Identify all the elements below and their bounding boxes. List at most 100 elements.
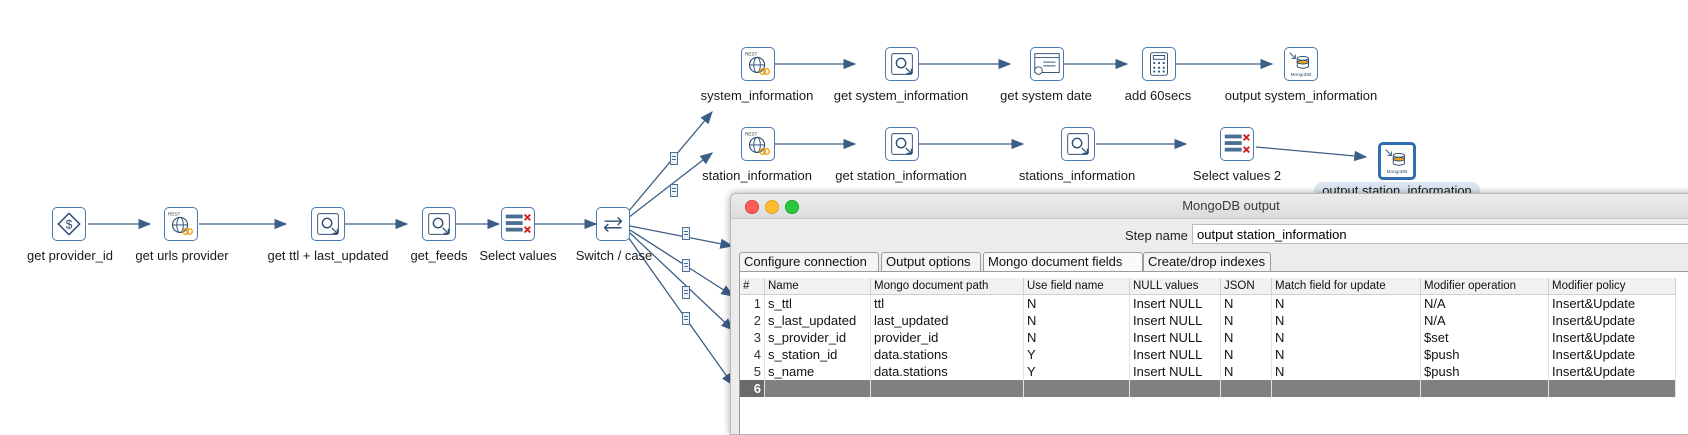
table-cell[interactable]: N xyxy=(1271,329,1421,346)
calculator-icon xyxy=(1150,52,1168,76)
table-cell[interactable]: Insert&Update xyxy=(1548,329,1676,346)
step-stations-information[interactable] xyxy=(1061,127,1095,161)
table-cell[interactable]: s_ttl xyxy=(764,294,871,312)
table-cell[interactable]: N xyxy=(1271,312,1421,329)
col-header[interactable]: Name xyxy=(764,278,871,295)
table-cell[interactable]: s_last_updated xyxy=(764,312,871,329)
step-get-system-date[interactable] xyxy=(1030,47,1064,81)
col-header[interactable]: # xyxy=(740,278,765,295)
table-cell[interactable]: data.stations xyxy=(870,346,1024,363)
table-cell[interactable]: N xyxy=(1023,329,1130,346)
json-input-icon xyxy=(428,213,450,235)
table-cell[interactable]: N xyxy=(1271,346,1421,363)
step-label: get provider_id xyxy=(27,248,113,263)
table-cell[interactable] xyxy=(870,380,1024,397)
step-label: stations_information xyxy=(1018,168,1136,183)
dialog-titlebar[interactable]: MongoDB output xyxy=(731,194,1688,219)
table-cell[interactable] xyxy=(1420,380,1549,397)
table-cell[interactable]: N xyxy=(1271,294,1421,312)
hop-distribute-icon xyxy=(682,312,690,325)
step-output-station-information[interactable]: MongoDB xyxy=(1378,142,1416,180)
minimize-icon[interactable] xyxy=(765,200,779,214)
table-cell[interactable]: Insert&Update xyxy=(1548,363,1676,380)
step-get-station-information[interactable] xyxy=(885,127,919,161)
tab-create-drop-indexes[interactable]: Create/drop indexes xyxy=(1143,252,1271,272)
step-get-provider-id[interactable]: $ xyxy=(52,207,86,241)
table-cell[interactable]: N xyxy=(1271,363,1421,380)
table-cell[interactable] xyxy=(1023,380,1130,397)
step-switch-case[interactable] xyxy=(596,207,630,241)
table-cell[interactable] xyxy=(1271,380,1421,397)
table-cell[interactable]: Y xyxy=(1023,363,1130,380)
step-select-values[interactable] xyxy=(501,207,535,241)
table-cell[interactable]: Insert NULL xyxy=(1129,346,1221,363)
table-cell[interactable]: Insert NULL xyxy=(1129,312,1221,329)
table-cell[interactable]: Insert NULL xyxy=(1129,363,1221,380)
col-header[interactable]: Match field for update xyxy=(1271,278,1421,295)
step-get-urls-provider[interactable]: REST xyxy=(164,207,198,241)
table-cell[interactable]: N xyxy=(1220,363,1272,380)
table-cell[interactable]: Insert&Update xyxy=(1548,294,1676,312)
col-header[interactable]: Mongo document path xyxy=(870,278,1024,295)
svg-text:$: $ xyxy=(66,218,73,232)
table-cell[interactable]: s_name xyxy=(764,363,871,380)
table-cell[interactable]: N xyxy=(1023,312,1130,329)
table-cell[interactable]: Insert NULL xyxy=(1129,294,1221,312)
tab-mongo-document-fields[interactable]: Mongo document fields xyxy=(983,252,1143,272)
table-cell[interactable]: N/A xyxy=(1420,294,1549,312)
hop-distribute-icon xyxy=(682,286,690,299)
table-cell[interactable]: $push xyxy=(1420,346,1549,363)
table-cell[interactable] xyxy=(1220,380,1272,397)
table-cell[interactable]: Insert&Update xyxy=(1548,346,1676,363)
table-cell[interactable]: N xyxy=(1220,312,1272,329)
table-cell[interactable] xyxy=(1129,380,1221,397)
table-cell[interactable] xyxy=(1548,380,1676,397)
col-header[interactable]: Use field name xyxy=(1023,278,1130,295)
step-label: get urls provider xyxy=(135,248,229,263)
step-get-system-information[interactable] xyxy=(885,47,919,81)
zoom-icon[interactable] xyxy=(785,200,799,214)
col-header[interactable]: NULL values xyxy=(1129,278,1221,295)
table-cell[interactable]: Insert&Update xyxy=(1548,312,1676,329)
fields-table[interactable]: # Name Mongo document path Use field nam… xyxy=(740,278,1676,397)
step-get-ttl-last-updated[interactable] xyxy=(311,207,345,241)
table-cell[interactable]: Insert NULL xyxy=(1129,329,1221,346)
table-cell[interactable]: N xyxy=(1220,294,1272,312)
col-header[interactable]: Modifier operation xyxy=(1420,278,1549,295)
table-cell[interactable]: N/A xyxy=(1420,312,1549,329)
col-header[interactable]: Modifier policy xyxy=(1548,278,1676,295)
table-cell[interactable]: Y xyxy=(1023,346,1130,363)
step-add-60secs[interactable] xyxy=(1142,47,1176,81)
table-row[interactable]: 6 xyxy=(740,380,1676,397)
step-station-information[interactable]: REST xyxy=(741,127,775,161)
close-icon[interactable] xyxy=(745,200,759,214)
table-cell[interactable]: N xyxy=(1023,294,1130,312)
table-cell[interactable]: last_updated xyxy=(870,312,1024,329)
table-cell[interactable]: s_station_id xyxy=(764,346,871,363)
fields-panel: # Name Mongo document path Use field nam… xyxy=(739,271,1688,434)
tab-output-options[interactable]: Output options xyxy=(881,252,981,272)
tab-configure-connection[interactable]: Configure connection xyxy=(739,252,879,272)
table-cell[interactable]: provider_id xyxy=(870,329,1024,346)
step-get-feeds[interactable] xyxy=(422,207,456,241)
svg-text:MongoDB: MongoDB xyxy=(1291,72,1312,77)
step-select-values-2[interactable] xyxy=(1220,127,1254,161)
table-cell[interactable]: $set xyxy=(1420,329,1549,346)
table-cell[interactable]: s_provider_id xyxy=(764,329,871,346)
table-cell[interactable]: data.stations xyxy=(870,363,1024,380)
table-cell[interactable] xyxy=(764,380,871,397)
col-header[interactable]: JSON xyxy=(1220,278,1272,295)
mongodb-output-dialog: MongoDB output Step name Configure conne… xyxy=(730,193,1688,435)
step-name-input[interactable] xyxy=(1192,224,1688,244)
step-output-system-information[interactable]: MongoDB xyxy=(1284,47,1318,81)
table-cell[interactable]: N xyxy=(1220,346,1272,363)
step-system-information[interactable]: REST xyxy=(741,47,775,81)
table-cell[interactable]: N xyxy=(1220,329,1272,346)
table-cell[interactable]: $push xyxy=(1420,363,1549,380)
table-cell[interactable]: ttl xyxy=(870,294,1024,312)
